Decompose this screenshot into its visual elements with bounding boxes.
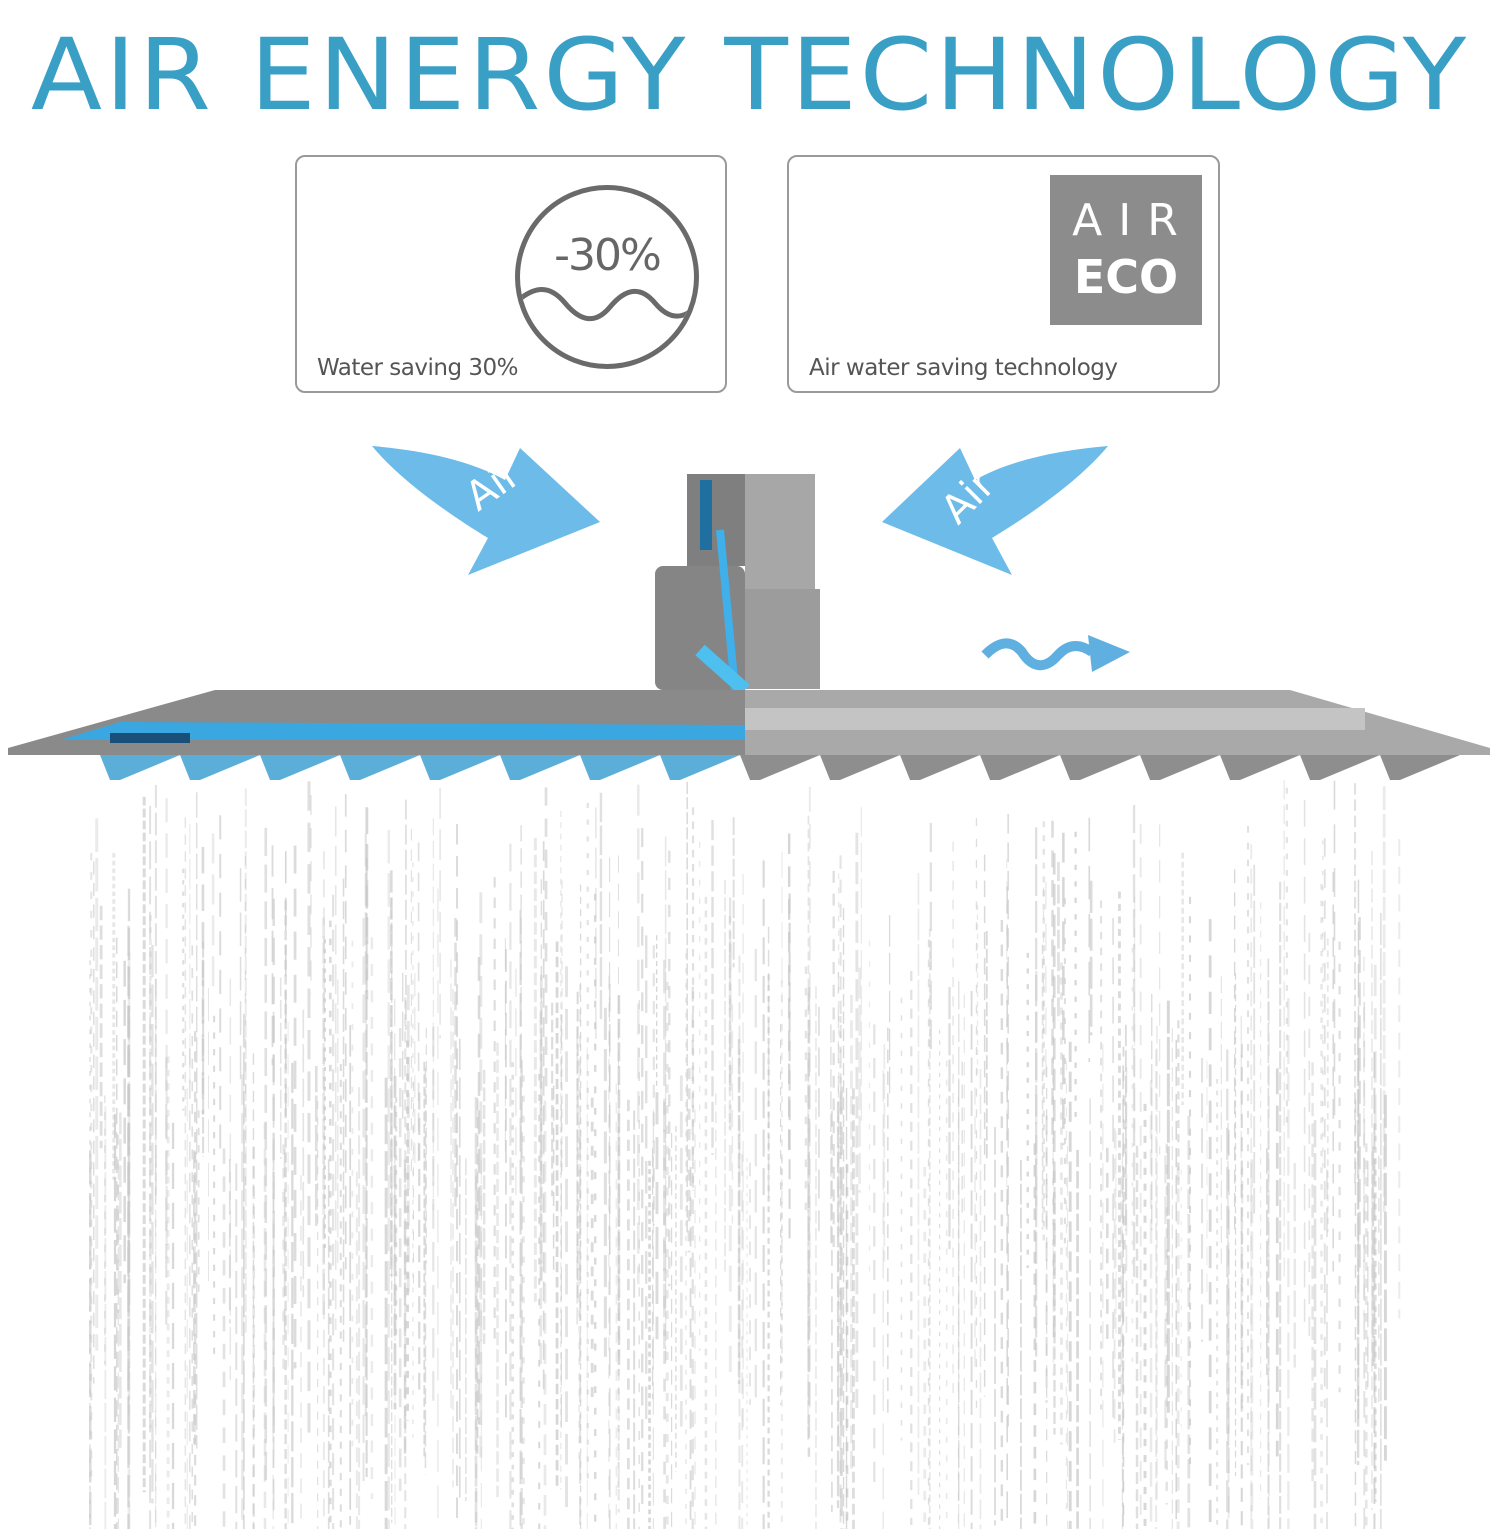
plate-nozzle [900, 755, 980, 780]
wavy-flow-arrow-icon [981, 635, 1130, 672]
feature-card-water-saving: -30% Water saving 30% [295, 155, 727, 393]
air-eco-badge: AIR ECO [1050, 175, 1202, 325]
feature-card-air-eco: AIR ECO Air water saving technology [787, 155, 1220, 393]
page-title: AIR ENERGY TECHNOLOGY [30, 17, 1470, 133]
badge-line-1: AIR [1072, 195, 1194, 246]
air-arrow-left-icon: Air [372, 446, 600, 575]
card-caption: Water saving 30% [317, 355, 519, 381]
plate-nozzle [100, 755, 180, 780]
water-drop-percent-icon: -30% [515, 185, 699, 369]
plate-nozzle [1300, 755, 1380, 780]
plate-nozzle [1140, 755, 1220, 780]
plate-nozzle [1380, 755, 1460, 780]
plate-nozzle [1220, 755, 1300, 780]
plate-nozzle [660, 755, 740, 780]
badge-percent: -30% [554, 230, 662, 281]
plate-nozzle [980, 755, 1060, 780]
badge-line-2: ECO [1073, 250, 1179, 304]
plate-nozzle [820, 755, 900, 780]
air-arrow-right-icon: Air [882, 446, 1108, 575]
plate-nozzle [180, 755, 260, 780]
shower-head-plate [8, 690, 1490, 780]
plate-nozzle [260, 755, 340, 780]
plate-nozzle [580, 755, 660, 780]
plate-nozzle [340, 755, 420, 780]
plate-nozzle [740, 755, 820, 780]
plate-nozzle [420, 755, 500, 780]
plate-nozzle [1060, 755, 1140, 780]
card-caption: Air water saving technology [809, 355, 1118, 381]
plate-nozzle [500, 755, 580, 780]
shower-connector [655, 474, 820, 696]
water-rain-streaks [88, 780, 1401, 1529]
